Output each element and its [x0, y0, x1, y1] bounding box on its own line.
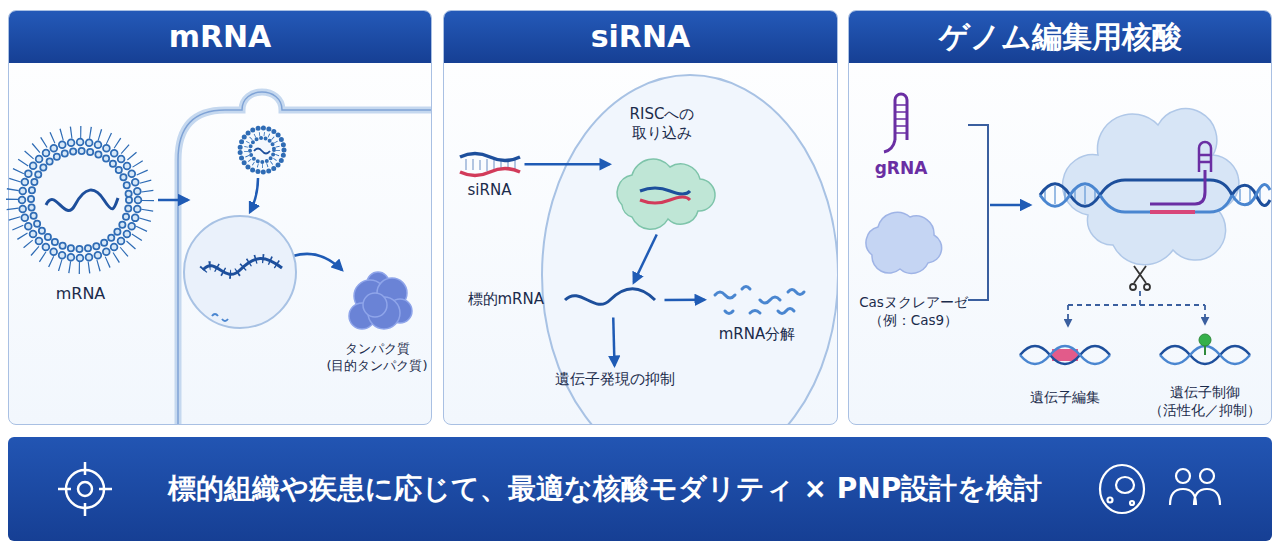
- node-label: mRNA: [56, 284, 106, 305]
- panel-header: ゲノム編集用核酸: [849, 11, 1271, 63]
- panel-header: mRNA: [9, 11, 431, 63]
- modality-panel: mRNA mRNA タンパク質 (目的タンパク質): [8, 10, 432, 425]
- risc-box: RISCへの 取り込み: [610, 105, 715, 235]
- node-label: gRNA: [875, 157, 928, 179]
- node-label: mRNA分解: [719, 325, 796, 345]
- grna-box: gRNA: [868, 70, 935, 180]
- node-label: 標的mRNA: [468, 290, 545, 310]
- modality-panel: ゲノム編集用核酸 gRNA Casヌクレアーゼ （例：Cas9） 遺伝子編集 遺伝子制御…: [848, 10, 1272, 425]
- gene-editing-box: 遺伝子編集: [1010, 335, 1120, 407]
- node-label: Casヌクレアーゼ （例：Cas9）: [850, 294, 978, 329]
- node-label: RISCへの 取り込み: [610, 105, 715, 144]
- cas-box: Casヌクレアーゼ （例：Cas9）: [850, 208, 978, 330]
- banner-text: 標的組織や疾患に応じて、最適な核酸モダリティ × PNP設計を検討: [168, 471, 1042, 507]
- lnp-particle: mRNA: [12, 118, 150, 305]
- panel-header: siRNA: [444, 11, 837, 63]
- target-mrna-box: 標的mRNA: [460, 283, 665, 318]
- gene-regulation-box: 遺伝子制御 （活性化／抑制）: [1140, 328, 1270, 420]
- protein-product: タンパク質 (目的タンパク質): [325, 270, 430, 375]
- node-label: 遺伝子制御 （活性化／抑制）: [1140, 384, 1270, 419]
- degradation-box: mRNA分解: [705, 283, 810, 345]
- modality-panel: siRNA siRNA RISCへの 取り込み標的mRNA mRNA分解遺伝子発現の抑…: [443, 10, 838, 425]
- node-label: 遺伝子発現の抑制: [555, 370, 675, 390]
- node-label: 遺伝子編集: [1030, 388, 1100, 406]
- suppression-box: 遺伝子発現の抑制: [540, 366, 690, 394]
- sirna-duplex-box: siRNA: [455, 135, 525, 201]
- node-label: タンパク質 (目的タンパク質): [325, 341, 430, 375]
- node-label: siRNA: [468, 181, 512, 201]
- summary-banner: 標的組織や疾患に応じて、最適な核酸モダリティ × PNP設計を検討: [8, 437, 1272, 541]
